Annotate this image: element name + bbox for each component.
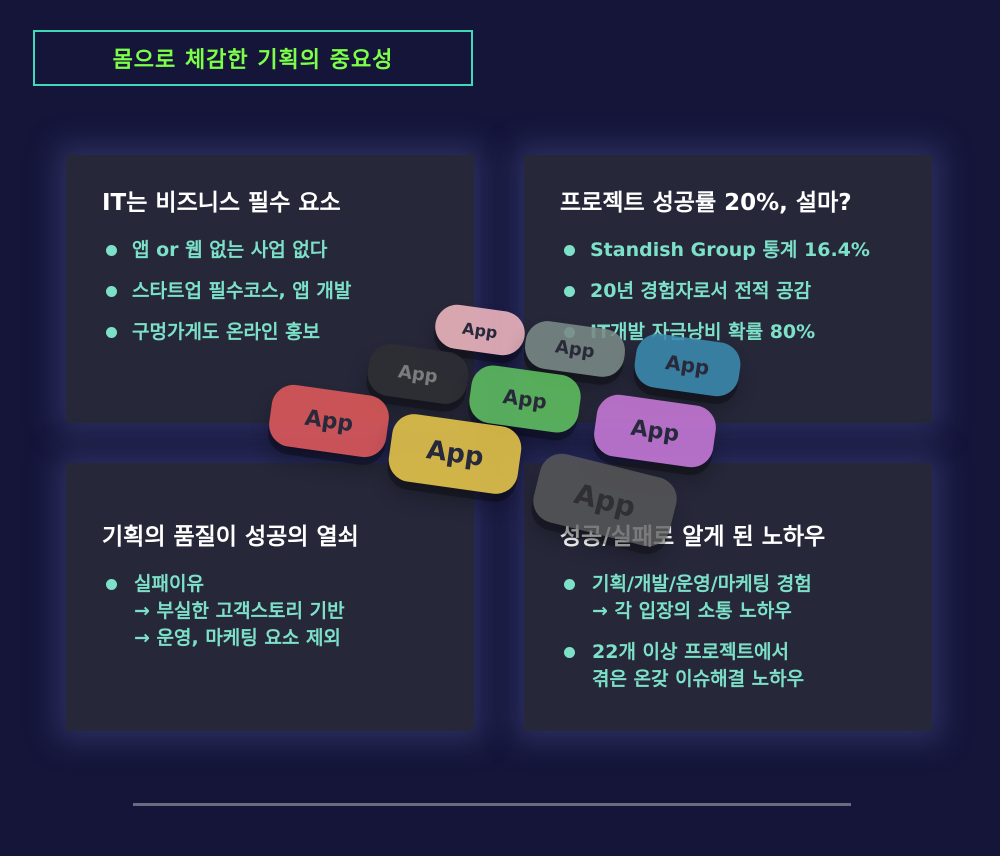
bullet-list: 기획/개발/운영/마케팅 경험 → 각 입장의 소통 노하우 22개 이상 프로… bbox=[560, 571, 932, 693]
list-item-line: 실패이유 bbox=[134, 573, 204, 595]
list-item: IT개발 자금낭비 확률 80% bbox=[560, 319, 932, 346]
panel-title: 기획의 품질이 성공의 열쇠 bbox=[102, 524, 359, 550]
bottom-divider bbox=[133, 803, 851, 806]
list-item-line: 겪은 온갖 이슈해결 노하우 bbox=[592, 668, 805, 690]
list-item-line: 기획/개발/운영/마케팅 경험 bbox=[592, 573, 812, 595]
list-item-line: → 부실한 고객스토리 기반 bbox=[134, 600, 345, 622]
panel-project-success: 프로젝트 성공률 20%, 설마? Standish Group 통계 16.4… bbox=[524, 155, 932, 423]
list-item: 기획/개발/운영/마케팅 경험 → 각 입장의 소통 노하우 bbox=[560, 571, 932, 625]
panel-knowhow: 성공/실패로 알게 된 노하우 기획/개발/운영/마케팅 경험 → 각 입장의 … bbox=[524, 463, 932, 731]
list-item: 20년 경험자로서 전적 공감 bbox=[560, 278, 932, 305]
list-item: 스타트업 필수코스, 앱 개발 bbox=[102, 278, 474, 305]
list-item: 22개 이상 프로젝트에서 겪은 온갖 이슈해결 노하우 bbox=[560, 639, 932, 693]
panel-planning-quality: 기획의 품질이 성공의 열쇠 실패이유 → 부실한 고객스토리 기반 → 운영,… bbox=[66, 463, 474, 731]
list-item: 앱 or 웹 없는 사업 없다 bbox=[102, 237, 474, 264]
list-item-line: → 각 입장의 소통 노하우 bbox=[592, 600, 792, 622]
list-item-line: → 운영, 마케팅 요소 제외 bbox=[134, 627, 341, 649]
bullet-list: 앱 or 웹 없는 사업 없다 스타트업 필수코스, 앱 개발 구멍가게도 온라… bbox=[102, 237, 474, 346]
panel-title: 성공/실패로 알게 된 노하우 bbox=[560, 524, 826, 550]
panel-it-business: IT는 비즈니스 필수 요소 앱 or 웹 없는 사업 없다 스타트업 필수코스… bbox=[66, 155, 474, 423]
bullet-list: Standish Group 통계 16.4% 20년 경험자로서 전적 공감 … bbox=[560, 237, 932, 346]
list-item-line: 22개 이상 프로젝트에서 bbox=[592, 641, 789, 663]
list-item: 구멍가게도 온라인 홍보 bbox=[102, 319, 474, 346]
list-item: Standish Group 통계 16.4% bbox=[560, 237, 932, 264]
list-item: 실패이유 → 부실한 고객스토리 기반 → 운영, 마케팅 요소 제외 bbox=[102, 571, 474, 652]
panel-title: IT는 비즈니스 필수 요소 bbox=[102, 190, 341, 216]
page-title: 몸으로 체감한 기획의 중요성 bbox=[33, 30, 473, 86]
panel-title: 프로젝트 성공률 20%, 설마? bbox=[560, 190, 852, 216]
bullet-list: 실패이유 → 부실한 고객스토리 기반 → 운영, 마케팅 요소 제외 bbox=[102, 571, 474, 652]
